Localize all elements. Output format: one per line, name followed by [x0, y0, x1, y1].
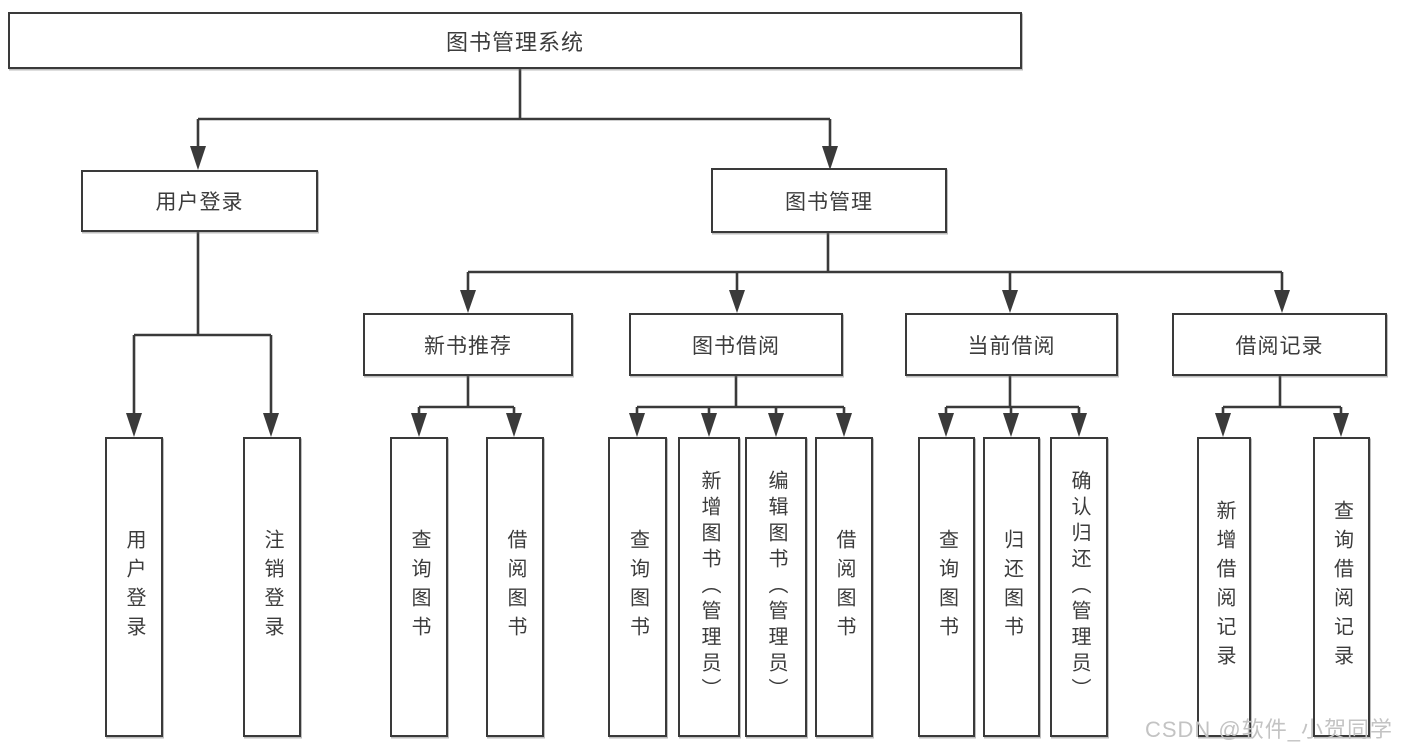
- leaf-borrow-books: 借阅图书: [815, 437, 873, 737]
- node-label: 图书管理系统: [445, 29, 584, 55]
- arrowhead-icon: [701, 413, 717, 437]
- arrowhead-icon: [1274, 290, 1290, 313]
- leaf-user-login: 用户登录: [105, 437, 163, 737]
- leaf-label: 注销登录: [261, 529, 283, 645]
- leaf-confirm-return-admin: 确认归还（管理员）: [1050, 437, 1108, 737]
- node-label: 借阅记录: [1235, 334, 1324, 358]
- arrowhead-icon: [1215, 413, 1231, 437]
- arrowheads-current-leaves: [938, 413, 1087, 437]
- leaf-label: 查询图书: [408, 529, 430, 645]
- leaf-label: 查询图书: [626, 529, 649, 645]
- arrowheads-login-leaves: [126, 413, 279, 437]
- arrowhead-icon: [1333, 413, 1349, 437]
- leaf-query-books-borrow: 查询图书: [608, 437, 667, 737]
- arrowhead-icon: [938, 413, 954, 437]
- arrowhead-icon: [822, 146, 838, 170]
- connector-current-to-leaves: [944, 376, 1081, 418]
- connector-borrow-to-leaves: [635, 376, 846, 418]
- leaf-edit-books-admin: 编辑图书（管理员）: [745, 437, 807, 737]
- connector-recommend-to-leaves: [417, 376, 516, 418]
- connector-root-to-level2: [196, 69, 832, 152]
- leaf-label: 编辑图书（管理员）: [765, 470, 787, 704]
- leaf-label: 查询图书: [935, 529, 958, 645]
- leaf-borrow-books-recommend: 借阅图书: [486, 437, 544, 737]
- arrowhead-icon: [836, 413, 852, 437]
- node-book-borrowing: 图书借阅: [629, 313, 843, 376]
- leaf-return-books: 归还图书: [983, 437, 1040, 737]
- arrowhead-icon: [190, 146, 206, 170]
- arrowhead-icon: [729, 290, 745, 313]
- leaf-label: 新增图书（管理员）: [698, 470, 720, 704]
- node-label: 用户登录: [155, 191, 244, 214]
- arrowheads-records-leaves: [1215, 413, 1349, 437]
- leaf-logout: 注销登录: [243, 437, 301, 737]
- arrowheads-level2: [190, 146, 838, 170]
- leaf-label: 借阅图书: [833, 529, 855, 645]
- leaf-query-books-current: 查询图书: [918, 437, 975, 737]
- node-new-book-recommendation: 新书推荐: [363, 313, 573, 376]
- node-borrowing-records: 借阅记录: [1172, 313, 1387, 376]
- arrowheads-level3: [460, 290, 1290, 313]
- leaf-label: 新增借阅记录: [1213, 500, 1235, 674]
- leaf-query-borrow-record: 查询借阅记录: [1313, 437, 1370, 737]
- arrowhead-icon: [1002, 290, 1018, 313]
- arrowhead-icon: [411, 413, 427, 437]
- connector-login-to-leaves: [132, 232, 273, 418]
- arrowhead-icon: [460, 290, 476, 313]
- arrowhead-icon: [263, 413, 279, 437]
- connector-records-to-leaves: [1221, 376, 1343, 418]
- node-user-login: 用户登录: [81, 170, 318, 232]
- arrowhead-icon: [126, 413, 142, 437]
- leaf-add-books-admin: 新增图书（管理员）: [678, 437, 740, 737]
- csdn-watermark: CSDN @软件_小贺同学: [1144, 717, 1393, 742]
- leaf-query-books-recommend: 查询图书: [390, 437, 448, 737]
- node-label: 图书借阅: [692, 334, 780, 358]
- node-current-borrowing: 当前借阅: [905, 313, 1118, 376]
- leaf-label: 归还图书: [1000, 529, 1023, 645]
- leaf-label: 查询借阅记录: [1330, 500, 1353, 674]
- arrowhead-icon: [768, 413, 784, 437]
- arrowheads-recommend-leaves: [411, 413, 522, 437]
- arrowhead-icon: [1003, 413, 1019, 437]
- node-library-management-system: 图书管理系统: [8, 12, 1022, 69]
- node-book-management: 图书管理: [711, 168, 947, 233]
- leaf-label: 用户登录: [123, 529, 145, 645]
- node-label: 当前借阅: [967, 334, 1056, 358]
- arrowhead-icon: [629, 413, 645, 437]
- leaf-label: 确认归还（管理员）: [1068, 470, 1090, 704]
- arrowhead-icon: [1071, 413, 1087, 437]
- leaf-add-borrow-record: 新增借阅记录: [1197, 437, 1251, 737]
- arrowheads-borrow-leaves: [629, 413, 852, 437]
- leaf-label: 借阅图书: [504, 529, 526, 645]
- connector-mgmt-to-level3: [466, 233, 1284, 294]
- node-label: 图书管理: [785, 190, 873, 214]
- arrowhead-icon: [506, 413, 522, 437]
- node-label: 新书推荐: [424, 334, 512, 358]
